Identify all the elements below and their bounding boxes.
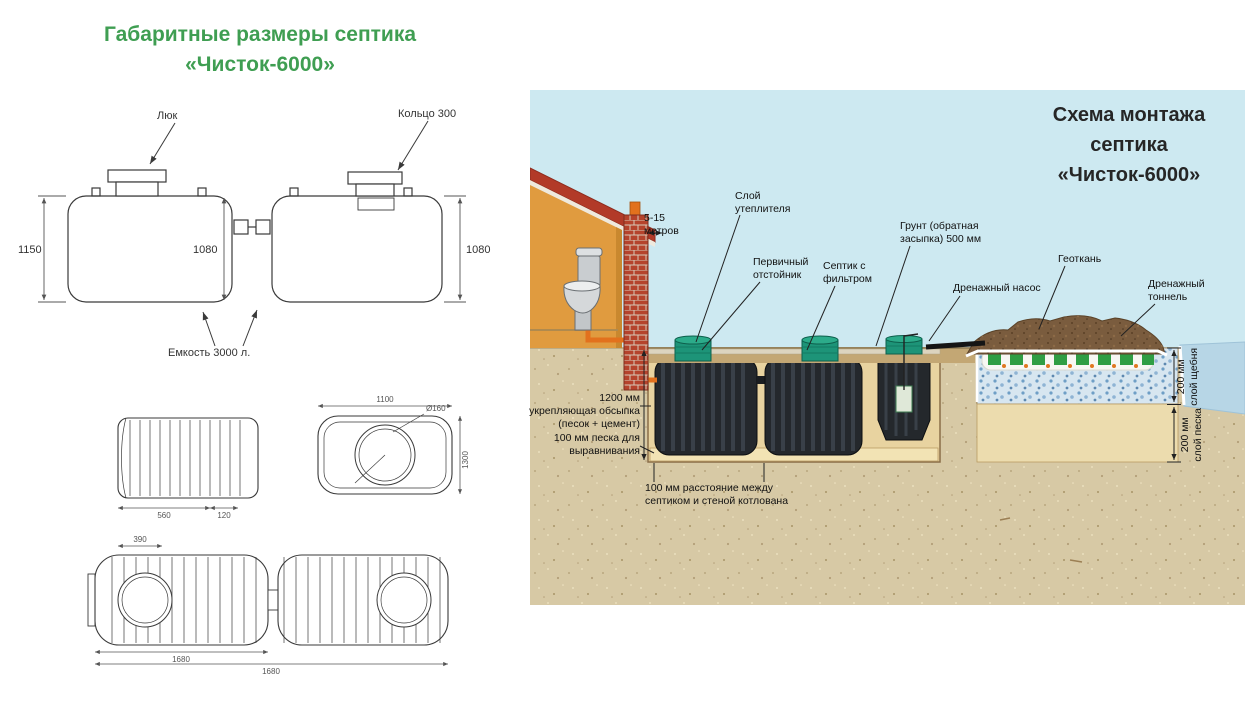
label-line: слой песка (1192, 408, 1204, 462)
left-panel-title: Габаритные размеры септика «Чисток-6000» (55, 20, 465, 81)
leveling-sand-label: 100 мм песка для выравнивания (528, 432, 640, 458)
discharge-pipe (925, 340, 986, 350)
vent-pipe-stub (629, 201, 641, 217)
geotextile-label: Геоткань (1058, 253, 1101, 266)
label-line: Дренажный (1148, 278, 1205, 290)
label-line: Грунт (обратная (900, 220, 979, 232)
label-line: 5-15 (644, 212, 666, 224)
label-line: (песок + цемент) (558, 417, 640, 430)
pit-gap-label: 100 мм расстояние между септиком и стено… (645, 482, 788, 508)
tank-lid-filter (801, 335, 839, 362)
label-line: укрепляющая обсыпка (529, 404, 640, 417)
dim-560-label: 560 (157, 511, 171, 520)
wall-shadow (616, 227, 622, 348)
house-wall (530, 185, 622, 348)
primary-settler-label: Первичный отстойник (753, 256, 808, 282)
label-line: септиком и стеной котлована (645, 494, 789, 507)
label-line: отстойник (753, 268, 802, 281)
label-line: засыпка) 500 мм (900, 232, 982, 245)
scene-title-line: Схема монтажа (1052, 104, 1206, 126)
dim-1680a-label: 1680 (172, 655, 190, 664)
distance-label: 5-15 метров (644, 212, 679, 238)
scene-dimension-lines (641, 230, 1181, 463)
installation-scene-illustration (530, 90, 1245, 605)
septic-filter-label: Септик с фильтром (823, 260, 872, 286)
sky (530, 90, 1245, 348)
toilet (563, 247, 634, 343)
label-line: Геоткань (1058, 253, 1102, 265)
label-line: фильтром (823, 272, 872, 285)
drainage-tunnel (981, 349, 1155, 371)
tank-connection-pipe (757, 376, 765, 384)
geotextile-wrap (965, 349, 1168, 358)
left-title-line: Габаритные размеры септика (103, 23, 417, 46)
label-line: Слой (735, 190, 761, 202)
drainage-trench (975, 347, 1179, 463)
label-line: 1200 мм (599, 392, 640, 404)
main-dimension-view (67, 169, 443, 303)
toilet-drain-pipe (585, 328, 634, 343)
scene-title: Схема монтажа септика «Чисток-6000» (1015, 100, 1243, 190)
ground-debris (999, 517, 1083, 563)
label-line: 100 мм песка для (553, 432, 640, 444)
septic-tank-filter (764, 357, 863, 456)
tank-top-view (317, 403, 463, 495)
dim-1080-left-label: 1080 (193, 244, 217, 256)
hatch-callout-label: Люк (157, 110, 177, 122)
water-outlet (1178, 341, 1245, 415)
label-line: утеплителя (735, 202, 791, 215)
left-title-line: «Чисток-6000» (185, 53, 335, 77)
label-line: 200 мм (1179, 417, 1192, 453)
tank-assembly-view (87, 543, 449, 667)
soil-backfill-label: Грунт (обратная засыпка) 500 мм (900, 220, 981, 246)
dim-1680b-label: 1680 (262, 667, 280, 676)
sand-bed (976, 403, 1179, 463)
ring-callout-label: Кольцо 300 (398, 108, 456, 120)
dim-1100-label: 1100 (376, 395, 394, 404)
dim-neck-label: Ø160 (426, 404, 446, 413)
label-line: Дренажный насос (953, 282, 1041, 294)
label-line: Первичный (753, 256, 809, 268)
insulation-label: Слой утеплителя (735, 190, 790, 216)
dirt-mound (965, 315, 1168, 358)
septic-tank-primary (654, 357, 758, 456)
dim-390-label: 390 (133, 535, 147, 544)
capacity-label: Емкость 3000 л. (168, 347, 250, 359)
label-line: тоннель (1148, 290, 1188, 303)
scene-title-line: септика (1090, 134, 1168, 156)
dim-1150-label: 1150 (18, 244, 42, 256)
backfill-label: 1200 мм укрепляющая обсыпка (песок + цем… (528, 392, 640, 430)
main-view-dimension-lines (38, 195, 466, 303)
drainage-pump-label: Дренажный насос (953, 282, 1041, 295)
dim-120-label: 120 (217, 511, 231, 520)
drainage-tunnel-label: Дренажный тоннель (1148, 278, 1205, 304)
sand-layer-vertical-label: 200 мм слой песка (1179, 385, 1205, 485)
callout-arrows (149, 120, 429, 347)
pump-cable (903, 333, 919, 390)
dim-1080-right-label: 1080 (466, 244, 490, 256)
tank-lid-primary (674, 335, 712, 362)
scene-title-line: «Чисток-6000» (1057, 164, 1201, 186)
label-line: Септик с (823, 260, 866, 272)
left-technical-drawing: Люк Кольцо 300 1150 1080 1080 Емкость 30… (18, 108, 490, 676)
dim-1300-label: 1300 (461, 451, 470, 469)
label-line: 100 мм расстояние между (645, 482, 773, 494)
label-line: выравнивания (569, 444, 640, 457)
ribbed-tank-side-view (117, 417, 259, 511)
label-line: метров (644, 224, 679, 237)
